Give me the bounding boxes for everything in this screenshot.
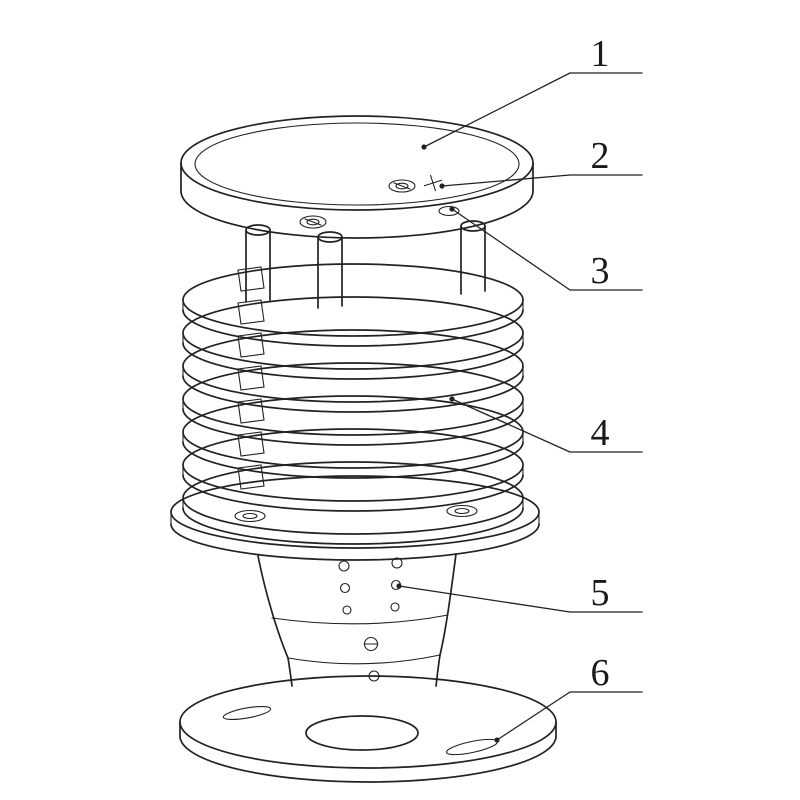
leader-line-5 — [398, 585, 571, 613]
base-rim-bottom — [179, 735, 557, 783]
stack-bottom-plate — [170, 475, 540, 561]
callout-2: 2 — [439, 135, 643, 189]
callout-4: 4 — [449, 396, 643, 454]
plate-slot-left — [234, 509, 266, 523]
leader-line-1 — [423, 72, 571, 148]
base-rim-sides — [179, 721, 557, 737]
post-left-top — [245, 224, 271, 236]
callout-dot-3 — [449, 206, 455, 212]
callout-label-2: 2 — [591, 135, 610, 177]
louver-plate-7 — [182, 461, 524, 545]
base-top-ellipse — [179, 675, 557, 769]
callout-label-6: 6 — [591, 652, 610, 694]
post-middle-top — [317, 231, 343, 243]
neck-outline-right — [435, 654, 441, 687]
callout-label-5: 5 — [591, 572, 610, 614]
callout-1: 1 — [421, 33, 643, 150]
leader-line-3 — [451, 208, 571, 291]
top-cap — [180, 115, 534, 239]
cap-screw-outer — [388, 179, 416, 193]
cap-screw2-slot — [304, 218, 322, 226]
stack-plate-ellipse — [170, 475, 540, 549]
cap-screw2-outer — [299, 215, 327, 229]
leader-line-6 — [496, 691, 571, 741]
cone-seam-lower — [287, 654, 441, 665]
post-right-top — [460, 220, 486, 232]
plate-slot-right-inner — [454, 507, 470, 515]
louver-plate-2 — [182, 296, 524, 380]
callout-dot-1 — [421, 144, 427, 150]
callout-3: 3 — [449, 206, 643, 292]
callouts: 1 2 3 4 5 — [396, 33, 643, 743]
louver-plate-1 — [182, 263, 524, 347]
cone-seam-upper — [271, 614, 449, 625]
cone-body — [257, 553, 457, 687]
post-middle — [317, 236, 343, 309]
support-posts — [245, 220, 486, 309]
callout-label-3: 3 — [591, 250, 610, 292]
callout-label-1: 1 — [591, 33, 610, 75]
plate-slot-right — [446, 504, 478, 518]
plate-slot-left-inner — [242, 512, 258, 520]
callout-dot-2 — [439, 183, 445, 189]
cap-screw-inner — [395, 182, 409, 190]
vent-hole-1 — [338, 560, 350, 572]
vent-hole-6 — [390, 602, 400, 612]
cross-marker-lines — [423, 174, 443, 192]
louver-plate-6 — [182, 428, 524, 512]
stack-plate-rim — [170, 523, 540, 561]
cap-top-ellipse — [180, 115, 534, 211]
leader-line-4 — [451, 398, 571, 453]
louver-plate-3 — [182, 329, 524, 413]
cap-rim-bottom — [180, 190, 534, 239]
cap-screw-slot — [393, 182, 411, 190]
post-right — [460, 225, 486, 295]
leader-line-2 — [441, 174, 571, 187]
cap-cross-marker — [423, 174, 443, 192]
callout-dot-5 — [396, 583, 402, 589]
base-center-hole — [305, 715, 419, 751]
base-slot-left — [222, 705, 272, 721]
callout-label-4: 4 — [591, 412, 610, 454]
louver-stack — [170, 263, 540, 561]
vent-hole-5 — [342, 605, 352, 615]
louver-plate-4 — [182, 362, 524, 446]
callout-5: 5 — [396, 572, 643, 614]
cone-outline-left — [257, 555, 289, 659]
vent-hole-2 — [391, 557, 403, 569]
base-plate — [179, 675, 557, 783]
callout-dot-6 — [494, 737, 500, 743]
vent-hole-3 — [339, 582, 351, 594]
neck-outline-left — [287, 657, 293, 687]
cap-screw2-inner — [306, 218, 320, 226]
cone-outline-right — [439, 553, 457, 656]
base-slot-right — [445, 738, 499, 756]
callout-dot-4 — [449, 396, 455, 402]
callout-6: 6 — [494, 652, 643, 743]
stack-plate-sides — [170, 511, 540, 525]
cap-hole — [438, 205, 460, 217]
cap-inner-ellipse — [194, 122, 520, 206]
post-left — [245, 229, 271, 303]
